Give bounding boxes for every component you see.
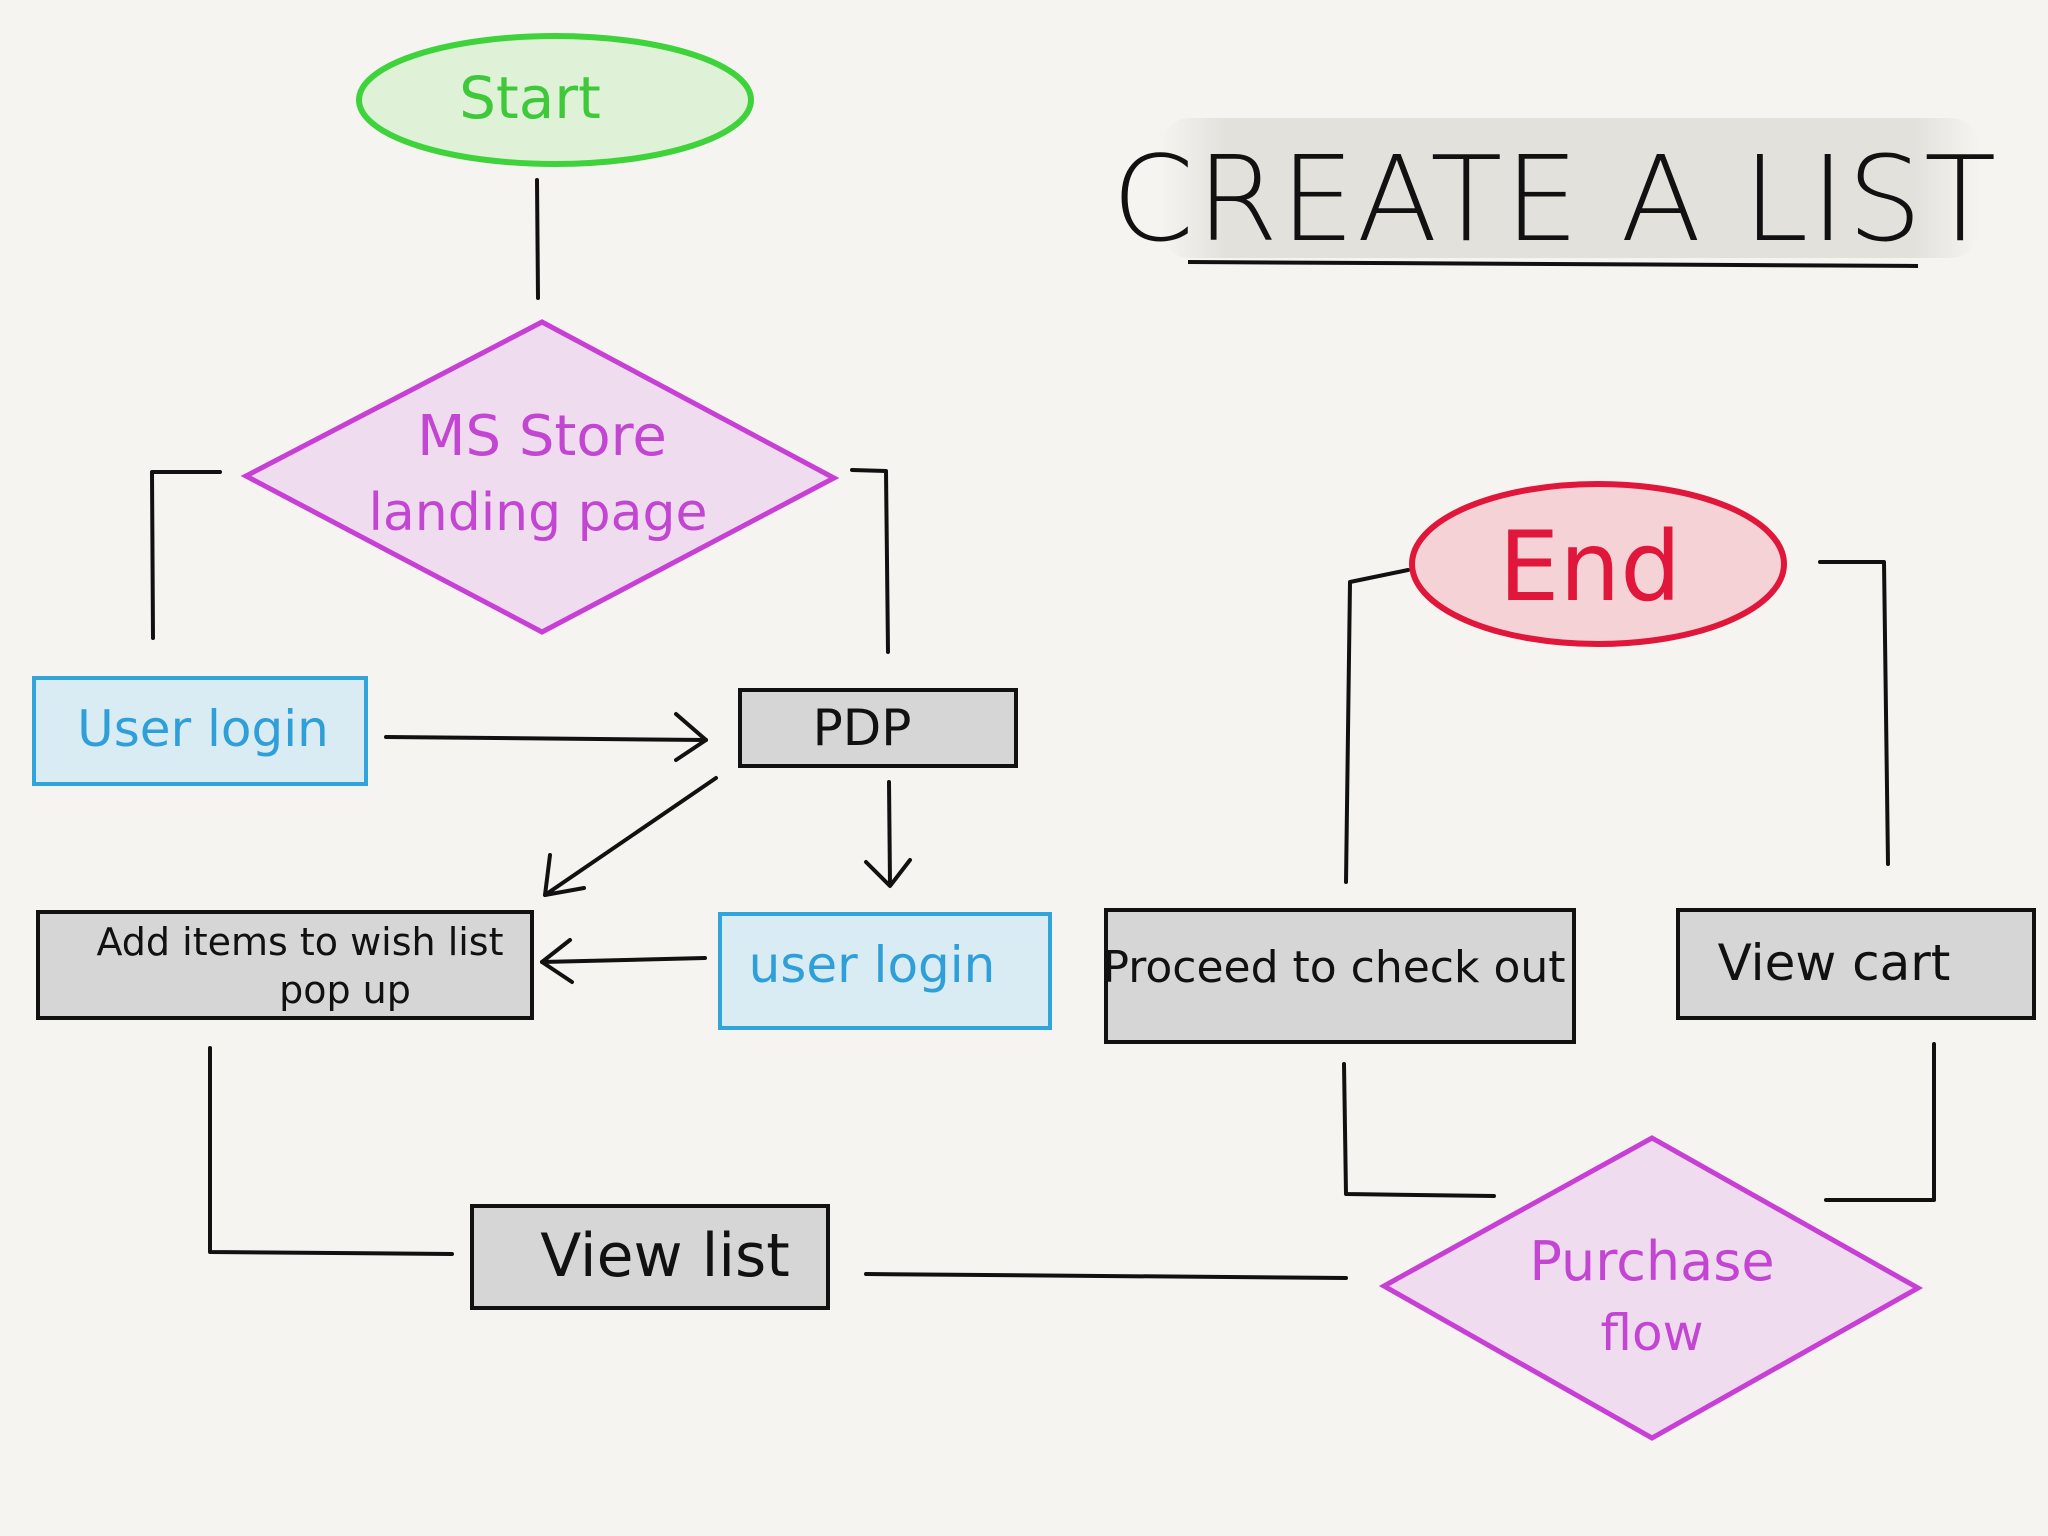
connector-userlogin-pdp (384, 735, 708, 742)
connector-userlogin2-additems (540, 956, 707, 964)
arrowhead-userlogin2 (864, 858, 912, 888)
view-list-box (470, 1204, 830, 1310)
pdp-box (738, 688, 1018, 768)
view-list-node: View list (470, 1204, 830, 1310)
connector-landing-pdp (850, 468, 890, 654)
page-title: CREATE A LIST (1112, 130, 1998, 268)
title-block: CREATE A LIST (1112, 118, 1998, 268)
user-login-box-1 (32, 676, 368, 786)
end-label: End (1499, 511, 1681, 623)
landing-diamond (240, 319, 840, 635)
end-node: End (1409, 481, 1787, 647)
user-login-node-1: User login (32, 676, 368, 786)
purchase-diamond (1378, 1135, 1924, 1441)
connector-additems-viewlist (208, 1046, 454, 1256)
end-ellipse (1409, 481, 1787, 647)
user-login-label-2: user login (749, 936, 996, 994)
checkout-label: Proceed to check out (1102, 942, 1565, 993)
connector-purchase-viewcart (1824, 1042, 1936, 1202)
user-login-label-1: User login (77, 700, 329, 758)
title-shade (1160, 118, 1980, 258)
arrowhead-additems-left (540, 938, 574, 984)
view-cart-box (1676, 908, 2036, 1020)
connector-viewcart-end (1818, 560, 1890, 866)
user-login-node-2: user login (718, 912, 1052, 1030)
arrowhead-pdp (674, 712, 708, 762)
checkout-node: Proceed to check out (1102, 908, 1576, 1044)
start-node: Start (356, 33, 754, 167)
connector-pdp-additems (543, 776, 718, 897)
landing-label-line2: landing page (368, 483, 707, 543)
purchase-decision-node: Purchase flow (1378, 1135, 1924, 1441)
add-items-box (36, 910, 534, 1020)
pdp-label: PDP (813, 699, 912, 757)
title-underline (1187, 260, 1919, 268)
add-items-node: Add items to wish list pop up (36, 910, 534, 1020)
view-list-label: View list (540, 1221, 790, 1291)
connector-landing-userlogin (150, 470, 222, 640)
landing-label-line1: MS Store (417, 404, 667, 469)
start-label: Start (459, 64, 601, 132)
purchase-label-line1: Purchase (1529, 1230, 1774, 1293)
view-cart-label: View cart (1718, 934, 1951, 992)
connector-viewlist-purchase (864, 1272, 1348, 1280)
connector-purchase-checkout (1342, 1062, 1496, 1198)
connector-checkout-end (1344, 568, 1410, 884)
checkout-box (1104, 908, 1576, 1044)
connectors (150, 178, 1936, 1280)
view-cart-node: View cart (1676, 908, 2036, 1020)
landing-decision-node: MS Store landing page (240, 319, 840, 635)
user-login-box-2 (718, 912, 1052, 1030)
purchase-label-line2: flow (1601, 1304, 1704, 1362)
add-items-label-line2: pop up (279, 968, 411, 1012)
connector-pdp-userlogin2 (887, 780, 892, 886)
pdp-node: PDP (738, 688, 1018, 768)
connector-start-landing (535, 178, 540, 300)
add-items-label-line1: Add items to wish list (96, 920, 503, 964)
arrowhead-additems-diag (543, 853, 586, 897)
start-ellipse (356, 33, 754, 167)
